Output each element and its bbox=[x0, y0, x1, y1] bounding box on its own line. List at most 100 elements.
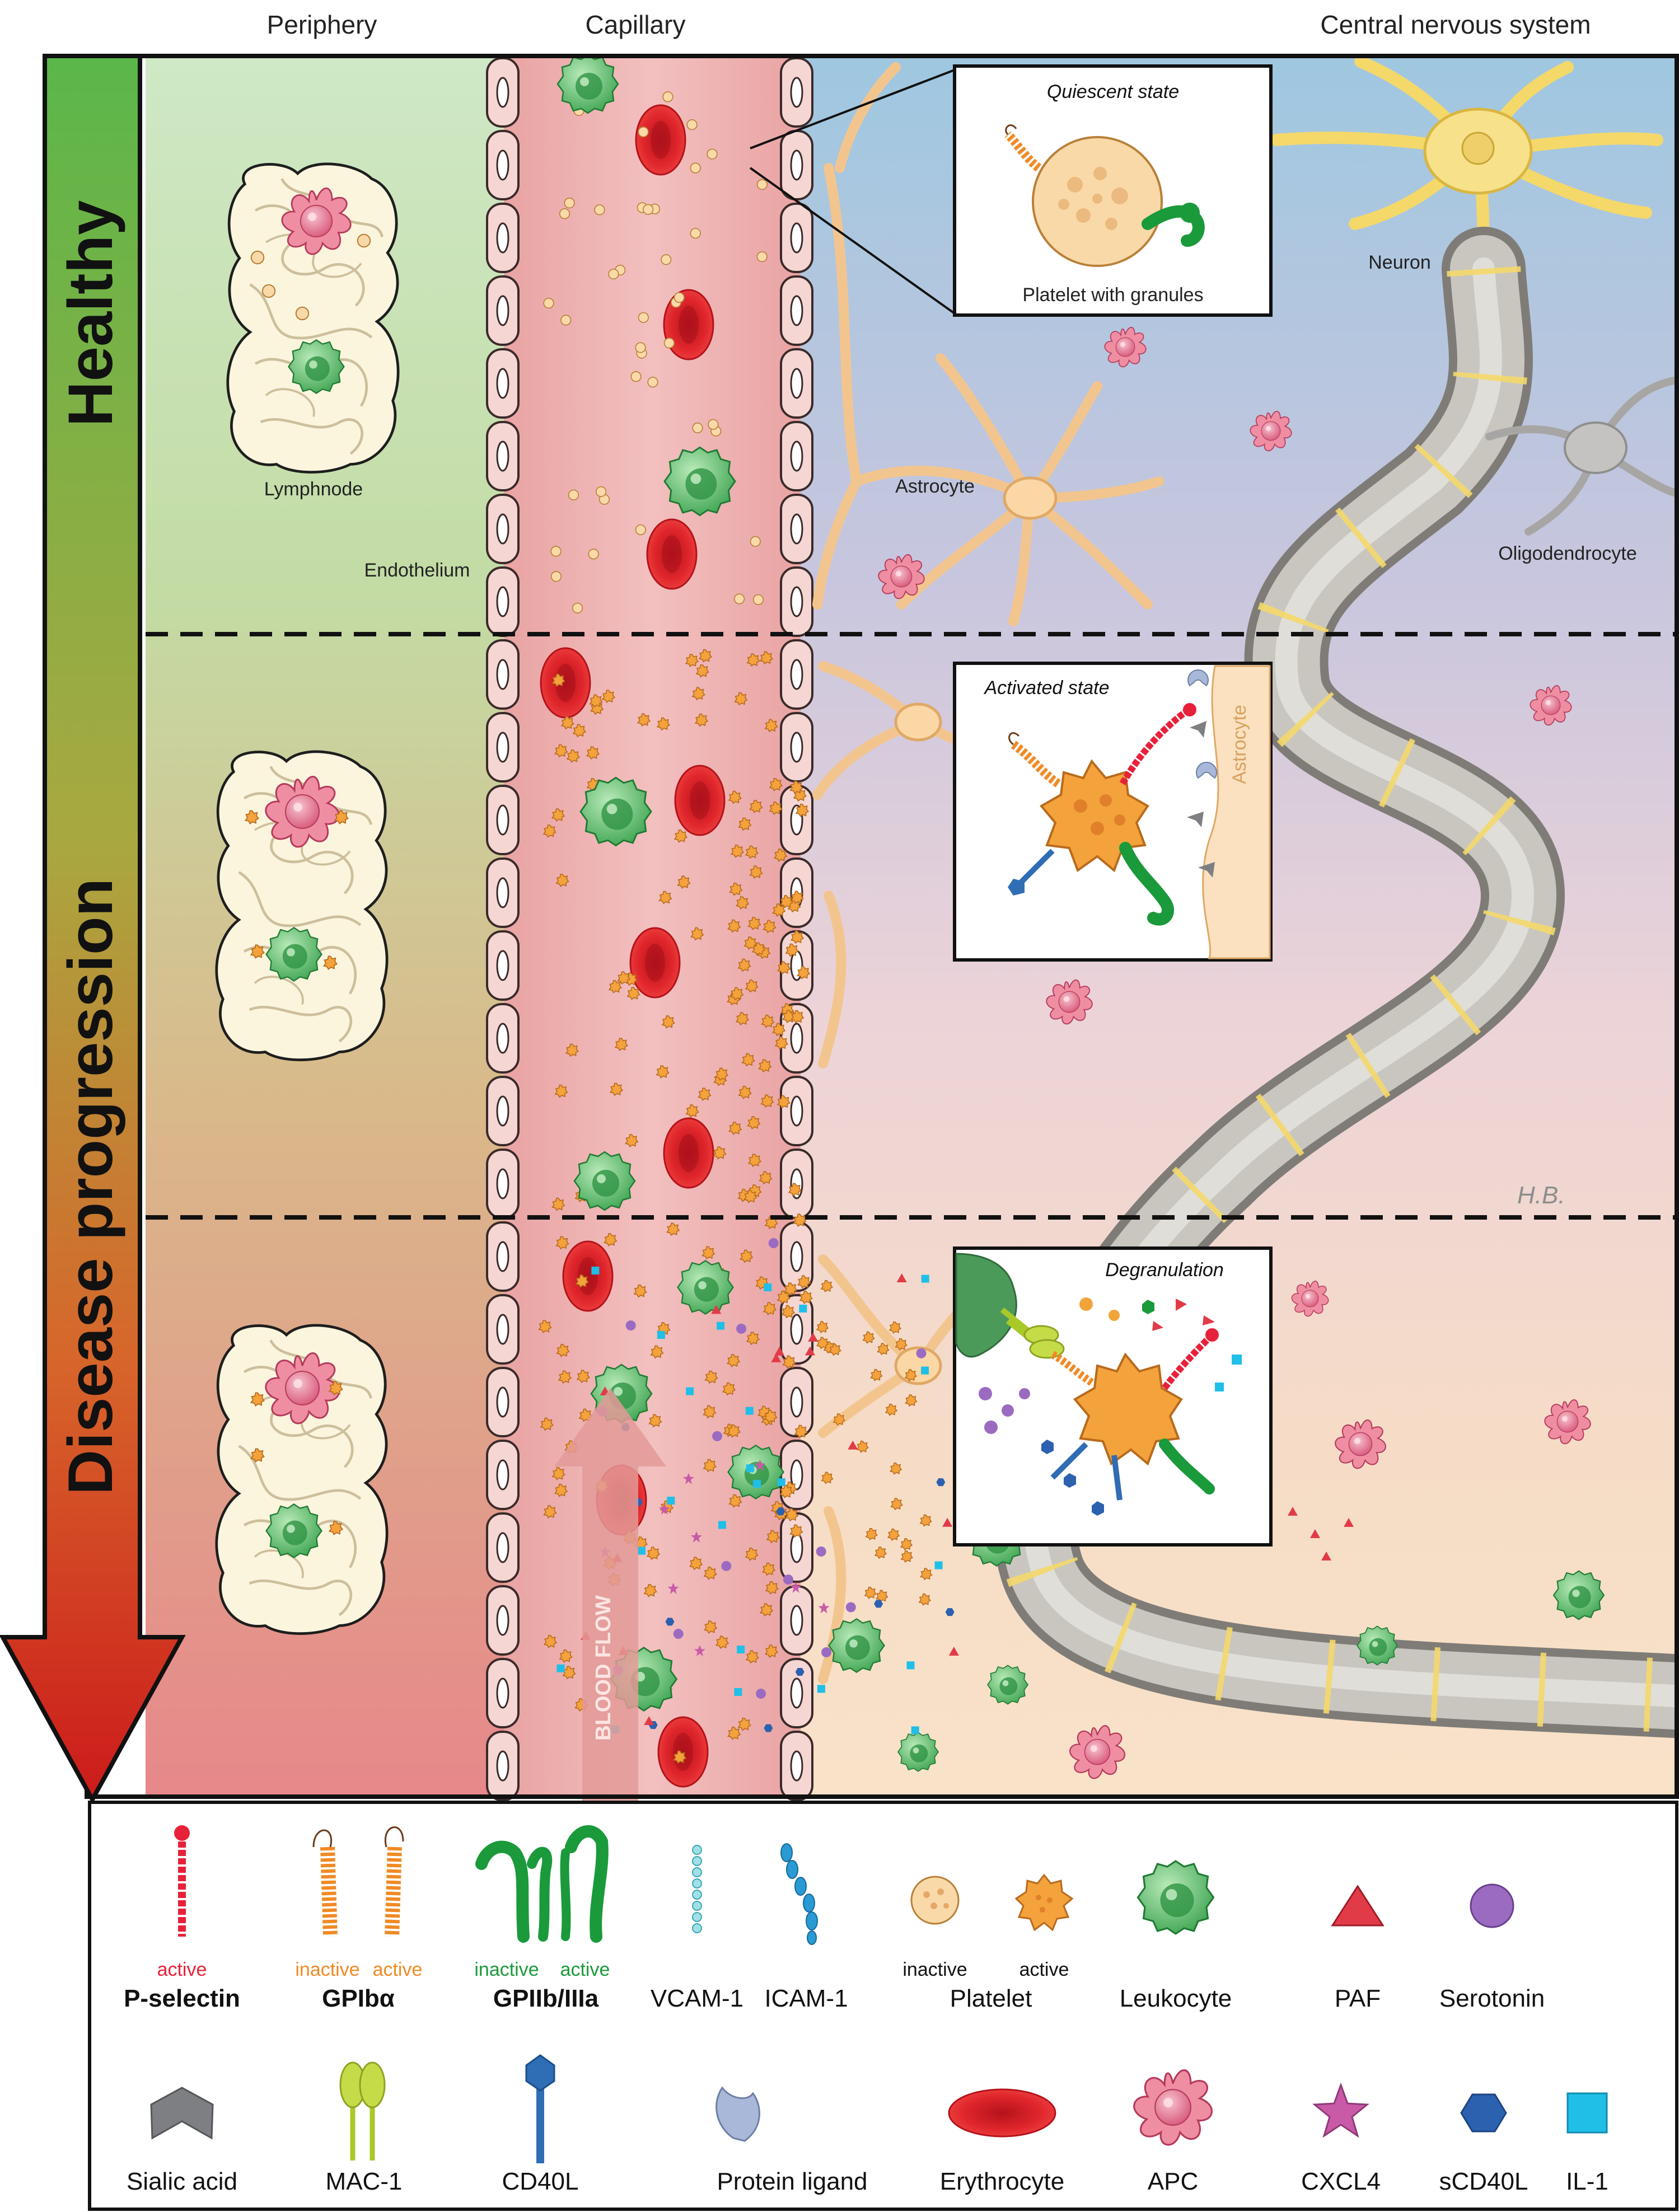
label-astrocyte: Astrocyte bbox=[895, 476, 975, 497]
erythrocyte bbox=[674, 765, 726, 836]
endothelial-nucleus bbox=[790, 1677, 803, 1709]
inset-activated-title: Activated state bbox=[983, 677, 1109, 699]
header-cns: Central nervous system bbox=[1320, 10, 1591, 39]
endothelial-nucleus bbox=[790, 368, 803, 399]
endothelial-nucleus bbox=[496, 1386, 509, 1418]
paf-molecule bbox=[848, 1440, 858, 1450]
paf-molecule bbox=[896, 1273, 907, 1283]
endothelial-nucleus bbox=[790, 659, 803, 690]
endothelial-nucleus bbox=[790, 440, 803, 472]
lymphnode-platelet bbox=[357, 233, 371, 248]
platelet-inactive bbox=[692, 422, 703, 434]
inset-quiescent: Quiescent state Platelet with granules bbox=[749, 64, 1273, 317]
endothelial-nucleus bbox=[496, 586, 509, 617]
legend-platelet-name: Platelet bbox=[950, 1985, 1032, 2012]
platelet-inactive bbox=[550, 571, 562, 582]
paf-molecule bbox=[1310, 1529, 1320, 1538]
serotonin-molecule bbox=[756, 1688, 766, 1699]
platelet-inactive bbox=[663, 338, 675, 349]
platelet-inactive bbox=[643, 204, 654, 215]
endothelial-nucleus bbox=[496, 950, 509, 981]
legend-cxcl4-name: CXCL4 bbox=[1301, 2168, 1381, 2195]
endothelial-nucleus bbox=[496, 1605, 509, 1636]
erythrocyte bbox=[646, 518, 698, 590]
il1-molecule bbox=[799, 1304, 807, 1313]
endothelial-nucleus bbox=[496, 368, 509, 399]
platelet-inactive bbox=[756, 251, 768, 263]
endothelial-nucleus bbox=[790, 1241, 803, 1272]
paf-molecule bbox=[644, 1716, 654, 1726]
legend-gpiib-active: active bbox=[560, 1959, 610, 1980]
platelet-inactive bbox=[638, 312, 649, 323]
il1-molecule bbox=[667, 1497, 675, 1505]
il1-molecule bbox=[777, 1478, 785, 1487]
inset-degranulation-title: Degranulation bbox=[1105, 1259, 1224, 1281]
arrow-label-healthy: Healthy bbox=[55, 200, 125, 427]
platelet-inactive bbox=[588, 549, 599, 560]
legend-sialic-name: Sialic acid bbox=[127, 2168, 237, 2195]
legend-pselectin-name: P-selectin bbox=[124, 1985, 240, 2012]
inset-quiescent-caption: Platelet with granules bbox=[1022, 284, 1203, 306]
legend-gpiib-name: GPIIb/IIIa bbox=[493, 1985, 599, 2012]
endothelial-nucleus bbox=[496, 513, 509, 545]
endothelial-nucleus bbox=[790, 732, 803, 763]
il1-molecule bbox=[906, 1661, 915, 1670]
platelet-inactive bbox=[707, 148, 718, 160]
lymphnode-healthy bbox=[228, 164, 398, 472]
erythrocyte bbox=[562, 1240, 614, 1312]
legend-sialic-icon bbox=[150, 2087, 214, 2140]
endothelial-nucleus bbox=[496, 1241, 509, 1272]
legend-protein-ligand-icon bbox=[715, 2086, 760, 2142]
il1-molecule bbox=[934, 1561, 943, 1569]
legend-pselectin-icon bbox=[174, 1825, 190, 1937]
paf-molecule bbox=[808, 1332, 819, 1342]
serotonin-molecule bbox=[783, 1574, 793, 1585]
serotonin-molecule bbox=[916, 1348, 927, 1358]
platelet-inactive bbox=[550, 546, 562, 557]
platelet-inactive bbox=[594, 204, 605, 215]
cxcl4-molecule bbox=[667, 1582, 679, 1594]
il1-molecule bbox=[746, 1464, 754, 1473]
endothelial-nucleus bbox=[496, 440, 509, 472]
scd40l-molecule bbox=[795, 1668, 805, 1676]
endothelial-nucleus bbox=[790, 149, 803, 181]
scd40l-molecule bbox=[874, 1600, 883, 1608]
artist-signature: H.B. bbox=[1517, 1182, 1565, 1209]
legend-il1-name: IL-1 bbox=[1566, 2168, 1608, 2195]
legend-il1-icon bbox=[1566, 2092, 1608, 2134]
paf-molecule bbox=[942, 1517, 953, 1527]
cxcl4-molecule bbox=[682, 1473, 694, 1484]
serotonin-molecule bbox=[736, 1323, 746, 1334]
disease-progression-arrow: Healthy Disease progression bbox=[0, 54, 186, 1805]
myelinated-axon bbox=[992, 227, 1679, 1738]
endothelial-nucleus bbox=[496, 1168, 509, 1199]
serotonin-molecule bbox=[821, 1647, 831, 1657]
platelet-inactive bbox=[635, 342, 646, 353]
serotonin-molecule bbox=[845, 1602, 856, 1613]
il1-molecule bbox=[764, 1283, 772, 1292]
serotonin-molecule bbox=[816, 1546, 826, 1557]
legend-mac1-icon bbox=[339, 2061, 386, 2161]
legend-scd40l-icon bbox=[1460, 2093, 1507, 2133]
endothelial-nucleus bbox=[496, 1532, 509, 1563]
platelet-inactive bbox=[595, 486, 607, 497]
endothelial-nucleus bbox=[790, 1386, 803, 1418]
cxcl4-molecule bbox=[790, 1582, 802, 1594]
paf-molecule bbox=[1321, 1552, 1331, 1560]
il1-molecule bbox=[734, 1688, 742, 1696]
label-lymphnode: Lymphnode bbox=[264, 479, 363, 500]
endothelial-nucleus bbox=[496, 732, 509, 763]
inset-quiescent-title: Quiescent state bbox=[1047, 81, 1179, 102]
platelet-inactive bbox=[647, 377, 658, 388]
cxcl4-molecule bbox=[694, 1645, 705, 1657]
il1-molecule bbox=[591, 1267, 600, 1275]
label-oligodendrocyte: Oligodendrocyte bbox=[1498, 543, 1637, 564]
inset-activated-side-label: Astrocyte bbox=[1229, 705, 1250, 784]
erythrocyte bbox=[629, 927, 681, 999]
endothelial-nucleus bbox=[790, 1750, 803, 1782]
erythrocyte bbox=[657, 1716, 709, 1788]
endothelium-right bbox=[780, 57, 813, 1801]
platelet-inactive bbox=[686, 119, 698, 130]
endothelial-nucleus bbox=[790, 1023, 803, 1054]
il1-molecule bbox=[657, 1331, 665, 1339]
